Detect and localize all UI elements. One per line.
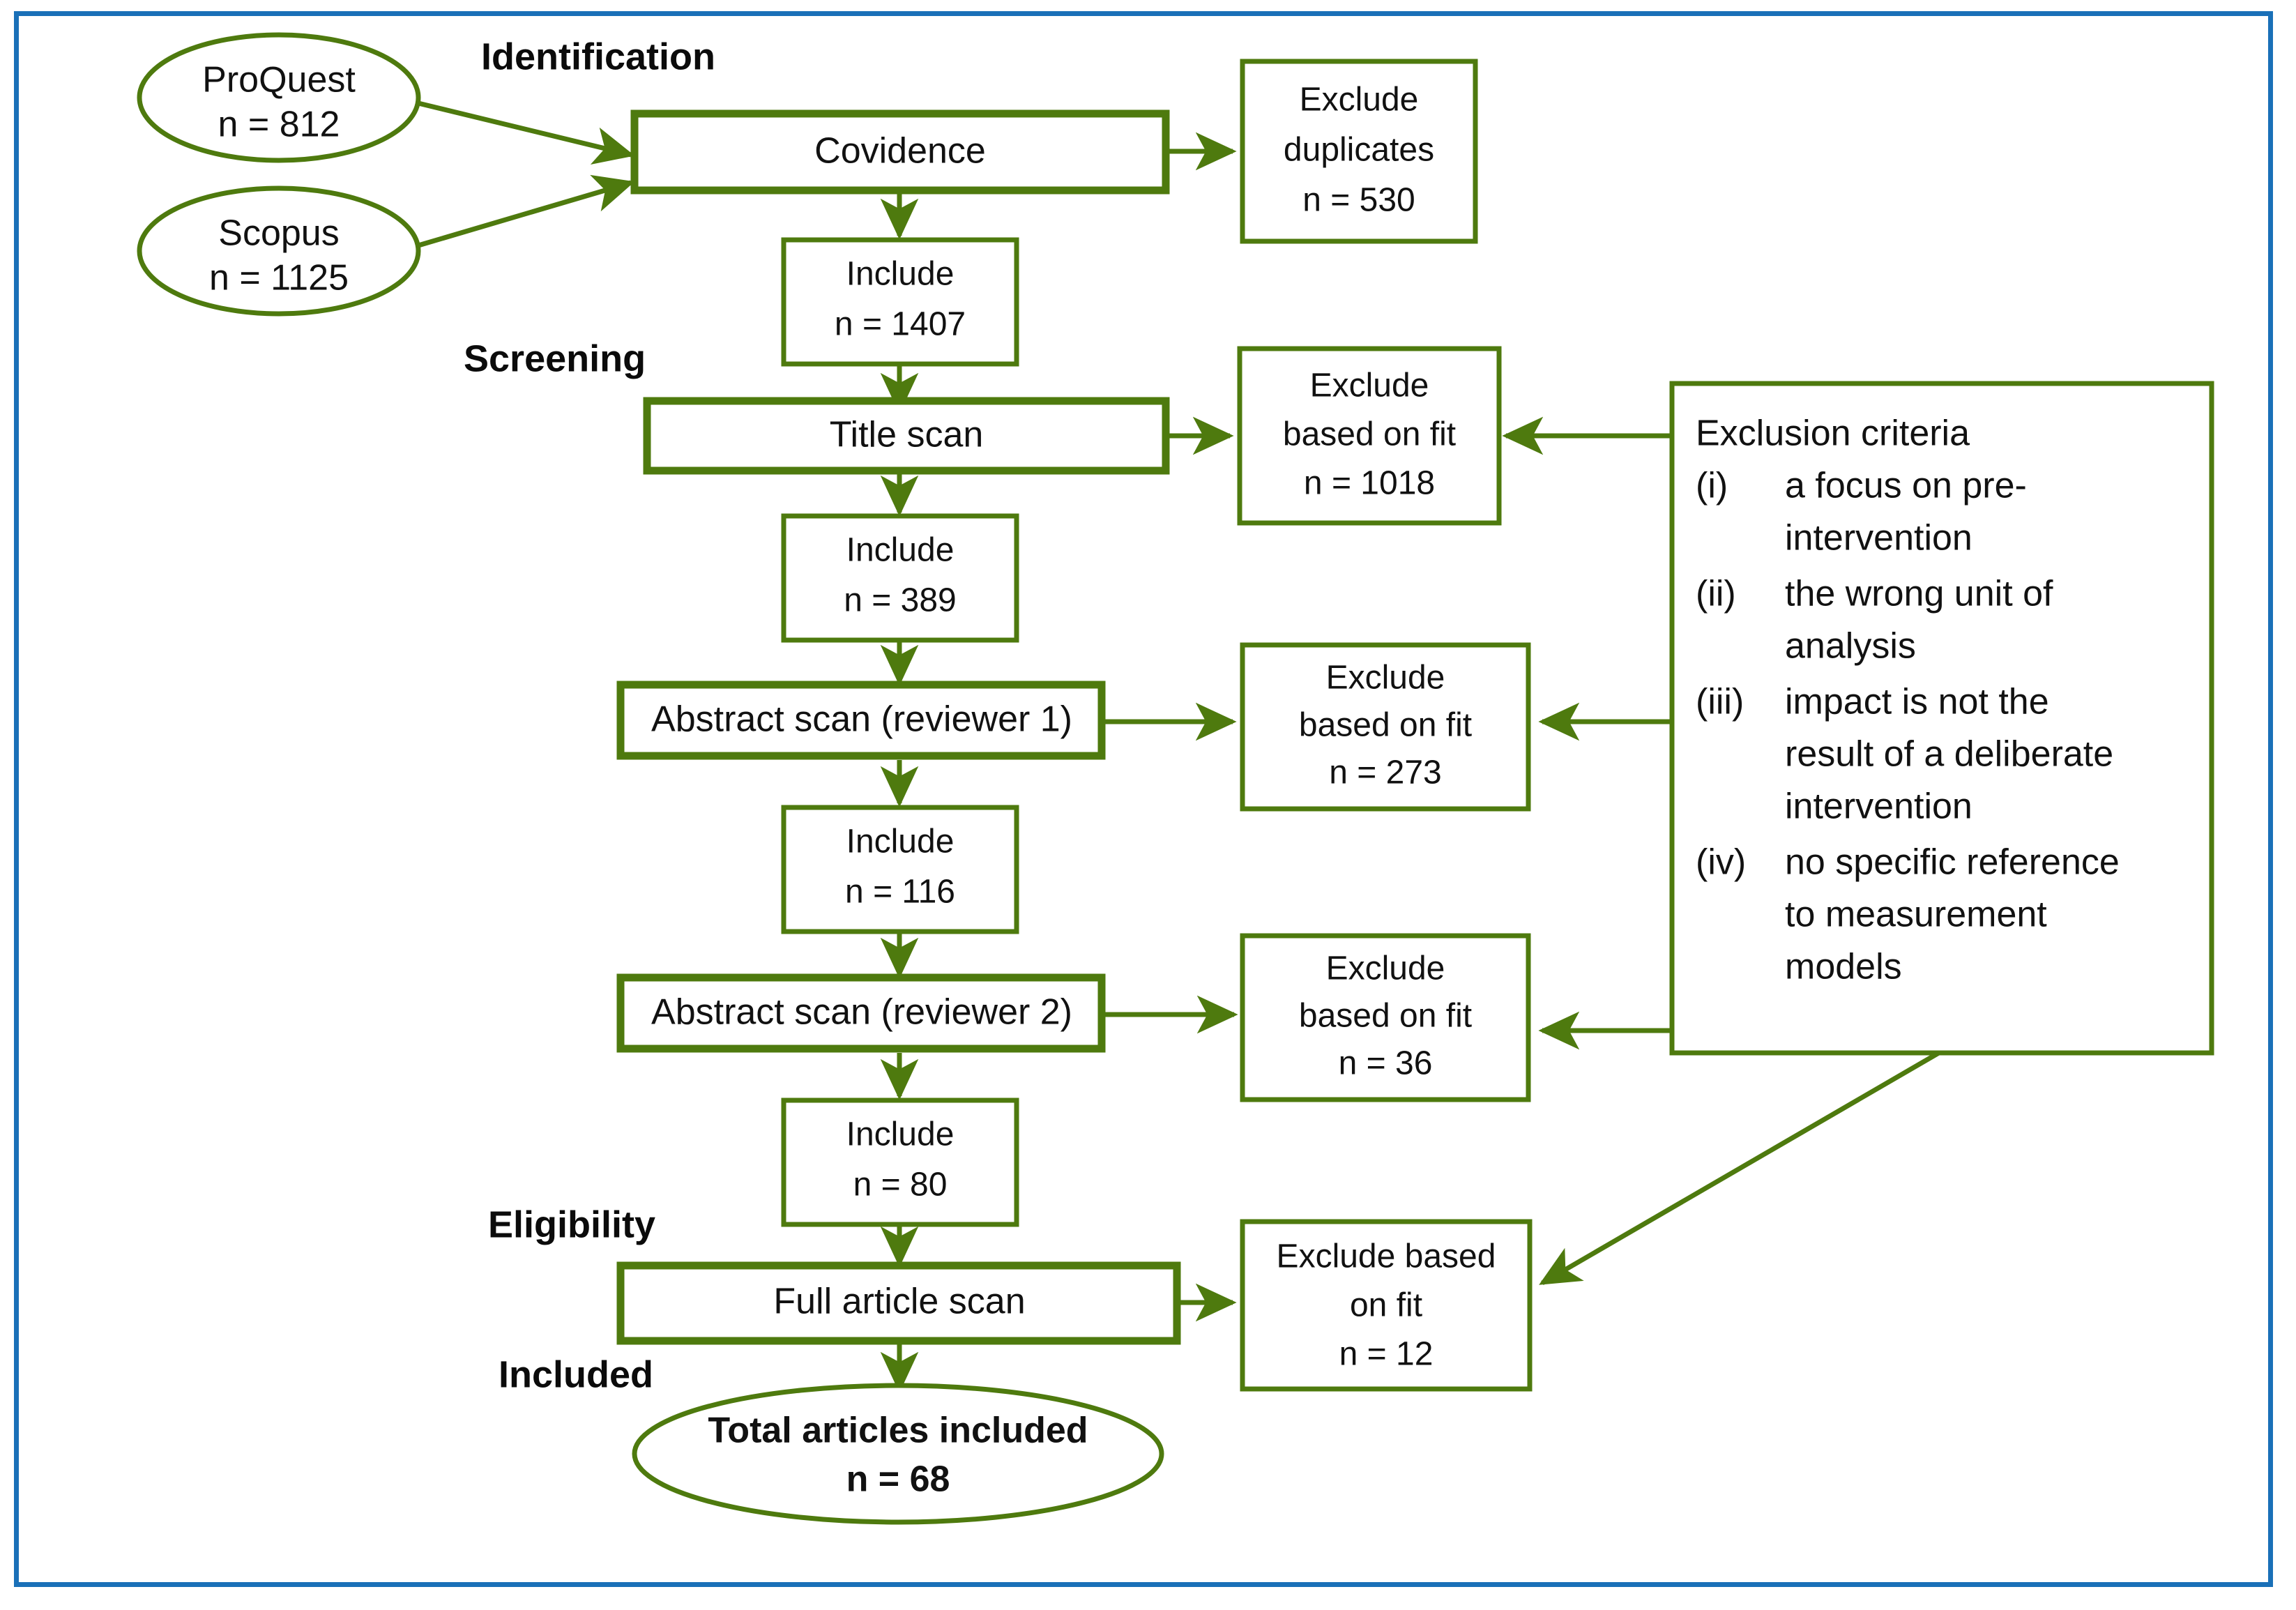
- include-116-line1: Include: [846, 823, 955, 860]
- include-node-116[interactable]: Include n = 116: [781, 805, 1019, 934]
- include-389-line2: n = 389: [844, 582, 956, 619]
- stage-label-eligibility: Eligibility: [488, 1203, 655, 1245]
- full-article-scan-box: [616, 1261, 1181, 1345]
- covidence-box: [630, 109, 1170, 195]
- exclude-title-line1: Exclude: [1310, 367, 1429, 404]
- criteria-1-line-2: intervention: [1785, 518, 1972, 559]
- exclude-abstract1-line3: n = 273: [1329, 754, 1441, 791]
- proquest-label: ProQuest: [202, 60, 356, 100]
- exclude-node-duplicates[interactable]: Exclude duplicates n = 530: [1240, 59, 1478, 244]
- connector-scopus-to-covidence: [418, 174, 635, 248]
- include-node-389[interactable]: Include n = 389: [781, 513, 1019, 643]
- include-389-line1: Include: [846, 532, 955, 569]
- process-node-full-article-scan[interactable]: Full article scan: [616, 1261, 1181, 1345]
- include-node-80[interactable]: Include n = 80: [781, 1098, 1019, 1227]
- source-node-scopus[interactable]: Scopus n = 1125: [137, 185, 421, 317]
- stage-label-included: Included: [499, 1353, 653, 1395]
- include-node-1407[interactable]: Include n = 1407: [781, 237, 1019, 367]
- criteria-2-line-1: the wrong unit of: [1785, 574, 2053, 614]
- total-included-ellipse: [632, 1383, 1164, 1525]
- criteria-3-line-1: impact is not the: [1785, 682, 2049, 722]
- process-node-title-scan[interactable]: Title scan: [643, 397, 1170, 475]
- exclude-node-full[interactable]: Exclude based on fit n = 12: [1240, 1219, 1533, 1392]
- criteria-1-line-1: a focus on pre-: [1785, 466, 2027, 506]
- process-node-abstract-scan-1[interactable]: Abstract scan (reviewer 1): [616, 681, 1106, 760]
- abstract-scan-2-box: [616, 973, 1106, 1053]
- scopus-ellipse: [137, 185, 421, 317]
- include-1407-box: [781, 237, 1019, 367]
- exclude-duplicates-box: [1240, 59, 1478, 244]
- exclude-abstract1-line1: Exclude: [1326, 660, 1445, 697]
- exclude-abstract1-box: [1240, 642, 1531, 812]
- exclude-full-line1: Exclude based: [1277, 1238, 1496, 1275]
- exclude-abstract2-box: [1240, 933, 1531, 1102]
- include-389-box: [781, 513, 1019, 643]
- criteria-3-line-3: intervention: [1785, 787, 1972, 827]
- exclusion-criteria-box: [1669, 381, 2214, 1056]
- exclude-title-line3: n = 1018: [1304, 465, 1435, 502]
- proquest-count: n = 812: [218, 105, 340, 145]
- include-116-line2: n = 116: [845, 874, 955, 911]
- criteria-marker-3: (iii): [1696, 682, 1744, 722]
- exclude-abstract2-line1: Exclude: [1326, 950, 1445, 987]
- criteria-4-line-1: no specific reference: [1785, 842, 2120, 883]
- criteria-3-line-2: result of a deliberate: [1785, 734, 2113, 775]
- exclude-duplicates-line1: Exclude: [1300, 82, 1419, 119]
- exclude-abstract2-line3: n = 36: [1339, 1045, 1433, 1082]
- criteria-marker-4: (iv): [1696, 842, 1746, 883]
- scopus-label: Scopus: [218, 213, 339, 254]
- abstract-scan-2-label: Abstract scan (reviewer 2): [651, 992, 1072, 1033]
- include-80-line2: n = 80: [853, 1167, 948, 1203]
- include-116-box: [781, 805, 1019, 934]
- criteria-4-line-3: models: [1785, 947, 1902, 987]
- exclude-full-line2: on fit: [1350, 1287, 1422, 1324]
- exclude-duplicates-line3: n = 530: [1302, 182, 1415, 219]
- include-80-line1: Include: [846, 1116, 955, 1153]
- stage-label-identification: Identification: [481, 36, 715, 77]
- exclude-abstract1-line2: based on fit: [1299, 707, 1472, 744]
- stage-label-screening: Screening: [464, 337, 646, 379]
- abstract-scan-1-label: Abstract scan (reviewer 1): [651, 699, 1072, 740]
- exclude-node-abstract2[interactable]: Exclude based on fit n = 36: [1240, 933, 1531, 1102]
- include-80-box: [781, 1098, 1019, 1227]
- include-1407-line2: n = 1407: [835, 306, 966, 343]
- criteria-4-line-2: to measurement: [1785, 895, 2047, 935]
- exclusion-criteria-title: Exclusion criteria: [1696, 413, 1970, 454]
- abstract-scan-1-box: [616, 681, 1106, 760]
- full-article-scan-label: Full article scan: [773, 1282, 1025, 1322]
- exclude-node-title[interactable]: Exclude based on fit n = 1018: [1237, 346, 1502, 526]
- total-included-line2: n = 68: [846, 1459, 950, 1500]
- exclude-duplicates-line2: duplicates: [1284, 132, 1434, 169]
- covidence-label: Covidence: [814, 131, 986, 172]
- process-node-covidence[interactable]: Covidence: [630, 109, 1170, 195]
- criteria-marker-1: (i): [1696, 466, 1728, 506]
- include-1407-line1: Include: [846, 256, 955, 293]
- exclude-node-abstract1[interactable]: Exclude based on fit n = 273: [1240, 642, 1531, 812]
- exclusion-criteria-panel[interactable]: Exclusion criteria (i) a focus on pre- i…: [1669, 381, 2214, 1056]
- total-included-line1: Total articles included: [708, 1411, 1088, 1451]
- exclude-abstract2-line2: based on fit: [1299, 998, 1472, 1035]
- exclude-title-line2: based on fit: [1283, 416, 1456, 453]
- title-scan-label: Title scan: [830, 415, 984, 455]
- criteria-marker-2: (ii): [1696, 574, 1736, 614]
- connector-proquest-to-covidence: [418, 100, 635, 165]
- result-node-total-included[interactable]: Total articles included n = 68: [632, 1383, 1164, 1525]
- scopus-count: n = 1125: [209, 258, 349, 298]
- title-scan-box: [643, 397, 1170, 475]
- source-node-proquest[interactable]: ProQuest n = 812: [137, 32, 421, 163]
- process-node-abstract-scan-2[interactable]: Abstract scan (reviewer 2): [616, 973, 1106, 1053]
- exclude-full-line3: n = 12: [1339, 1336, 1434, 1373]
- exclude-title-box: [1237, 346, 1502, 526]
- proquest-ellipse: [137, 32, 421, 163]
- connector-criteria-to-exclude-12: [1539, 1043, 1952, 1286]
- exclude-full-box: [1240, 1219, 1533, 1392]
- criteria-2-line-2: analysis: [1785, 626, 1916, 667]
